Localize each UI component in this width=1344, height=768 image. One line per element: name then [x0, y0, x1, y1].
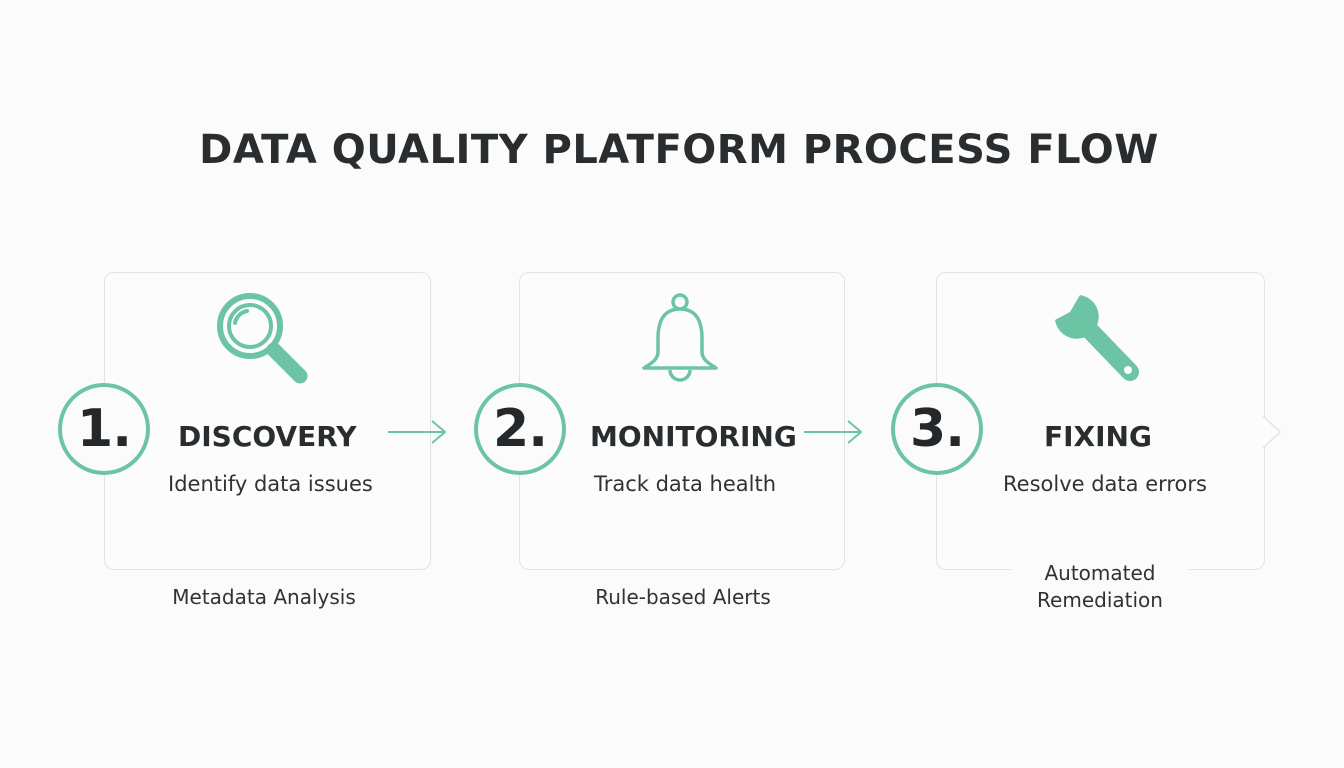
magnifying-glass-icon	[217, 293, 308, 384]
flow-arrow-icon	[388, 420, 447, 444]
step-title-discovery: DISCOVERY	[178, 420, 357, 453]
step-number-1: 1.	[58, 383, 150, 475]
step-description-discovery: Identify data issues	[168, 472, 373, 496]
step-title-fixing: FIXING	[1044, 420, 1152, 453]
step-card-fixing	[936, 272, 1265, 570]
diagram-title: DATA QUALITY PLATFORM PROCESS FLOW	[199, 127, 1159, 173]
step-description-fixing: Resolve data errors	[1003, 472, 1207, 496]
wrench-icon	[1055, 295, 1139, 381]
step-title-monitoring: MONITORING	[590, 420, 797, 453]
step-card-monitoring	[519, 272, 845, 570]
step-description-monitoring: Track data health	[593, 472, 777, 496]
step-number-2: 2.	[474, 383, 566, 475]
step-card-discovery	[104, 272, 431, 570]
step-caption-fixing: Automated Remediation	[1011, 560, 1189, 614]
step-caption-discovery: Metadata Analysis	[164, 584, 364, 611]
flow-arrow-icon	[804, 420, 863, 444]
card-chevron-icon	[1262, 415, 1282, 449]
bell-icon	[642, 293, 718, 382]
step-number-3: 3.	[891, 383, 983, 475]
step-caption-monitoring: Rule-based Alerts	[583, 584, 783, 611]
